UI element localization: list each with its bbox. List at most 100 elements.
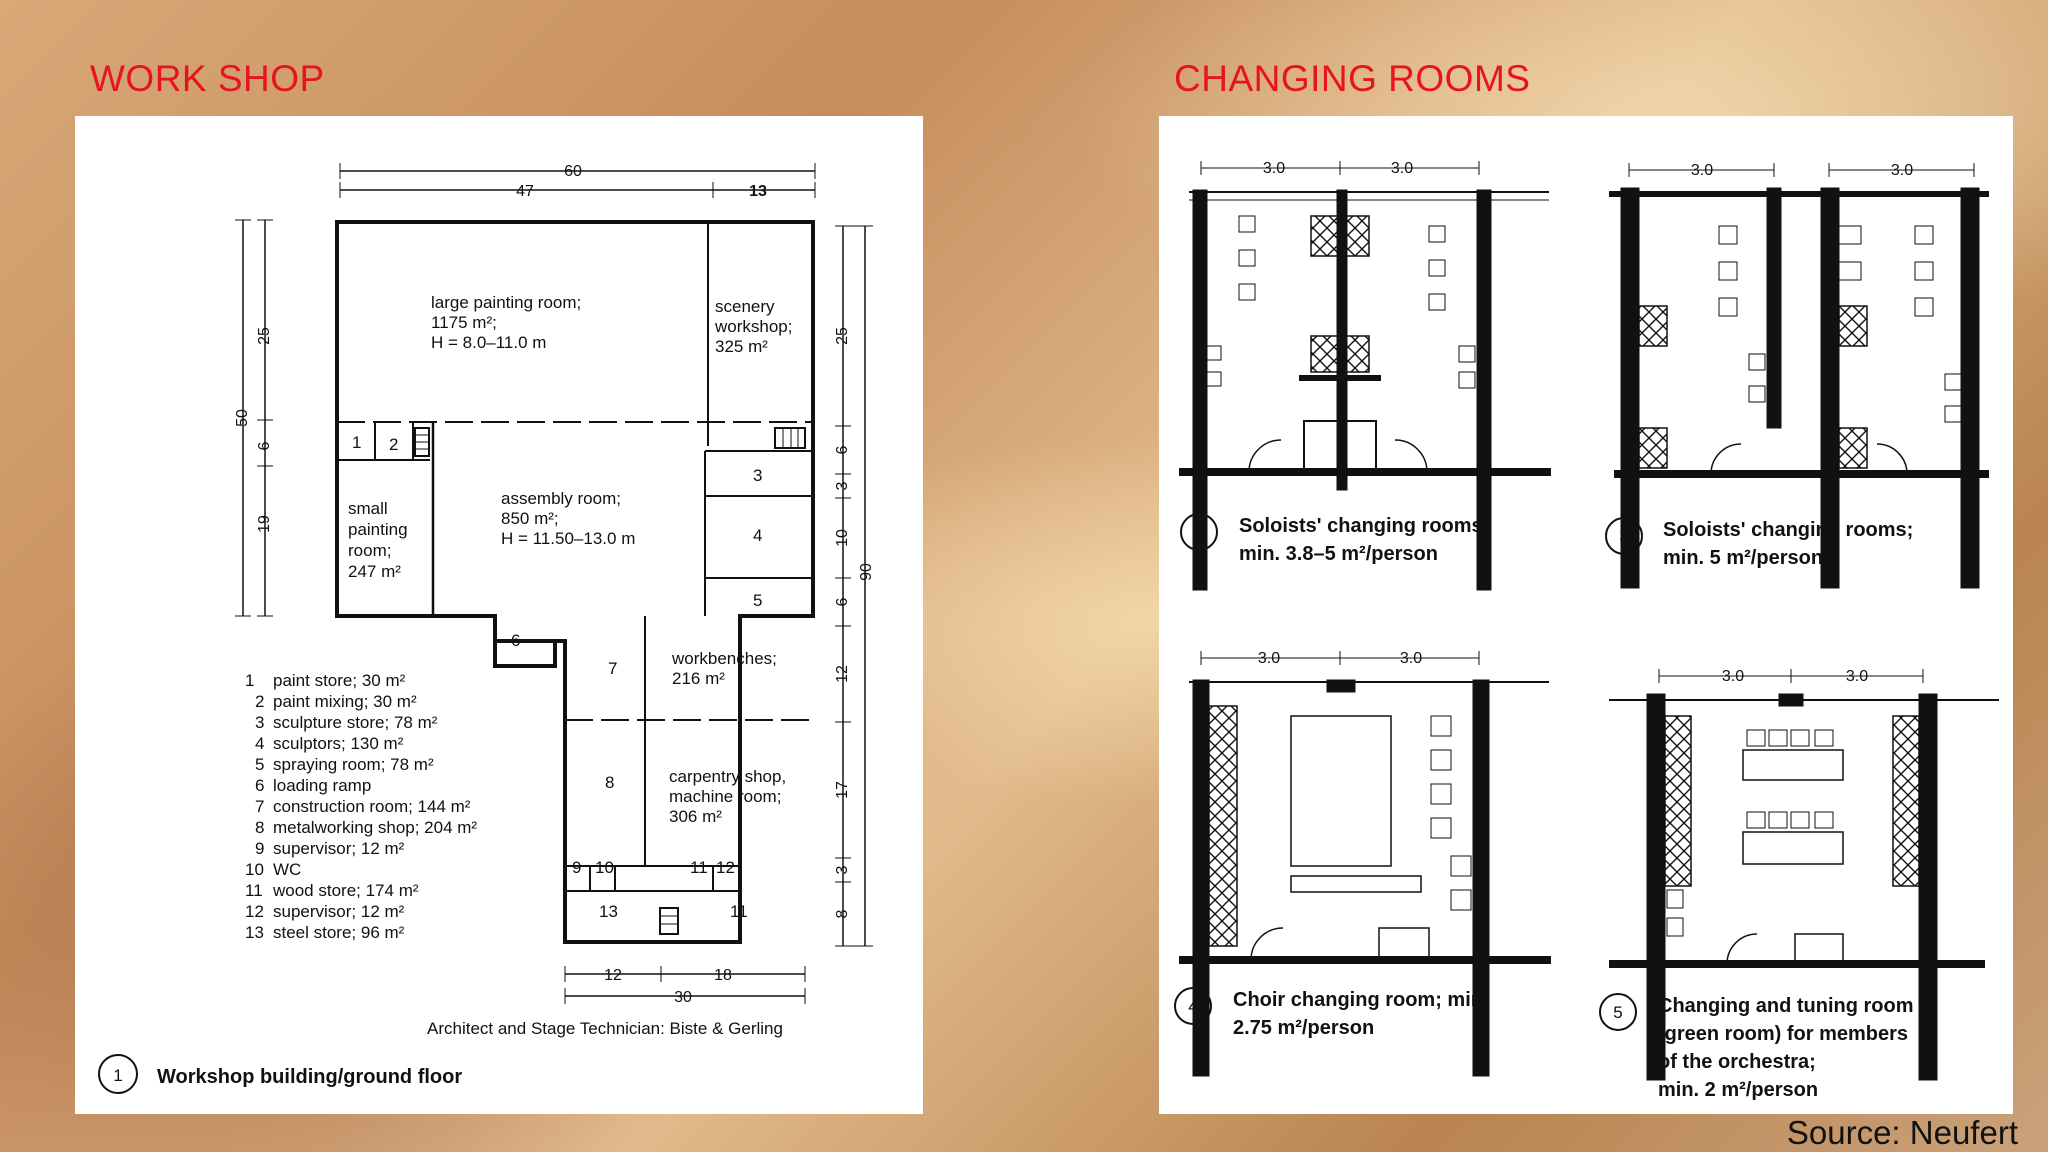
legend-label: construction room; 144 m² xyxy=(273,797,471,816)
dim-right-g: 17 xyxy=(834,781,851,799)
dim-bottom-right: 18 xyxy=(714,967,732,984)
room-large-painting-1: large painting room; xyxy=(431,293,581,312)
legend-label: WC xyxy=(273,860,301,879)
room-number-11a: 11 xyxy=(690,858,708,877)
dim-right-c: 3 xyxy=(834,481,851,490)
dim-top-right: 13 xyxy=(749,183,767,200)
legend-num: 2 xyxy=(255,692,264,711)
dim-left-total: 50 xyxy=(234,409,251,427)
legend-label: supervisor; 12 m² xyxy=(273,902,405,921)
room-scenery-3: 325 m² xyxy=(715,337,768,356)
figure-number-4: 4 xyxy=(1188,997,1197,1016)
changing-rooms-plans: 3.0 3.0 3.0 3.0 3.0 3.0 3.0 3.0 2 Solois… xyxy=(1174,160,1999,1101)
dim-fig4-left: 3.0 xyxy=(1258,650,1280,667)
workshop-panel: 60 47 13 50 25 6 19 90 25 6 3 10 6 12 17… xyxy=(75,116,923,1114)
room-carpentry-3: 306 m² xyxy=(669,807,722,826)
legend-label: spraying room; 78 m² xyxy=(273,755,434,774)
dim-top-left: 47 xyxy=(516,183,534,200)
legend-label: paint store; 30 m² xyxy=(273,671,406,690)
changing-rooms-panel: 3.0 3.0 3.0 3.0 3.0 3.0 3.0 3.0 2 Solois… xyxy=(1159,116,2013,1114)
room-assembly-3: H = 11.50–13.0 m xyxy=(501,529,635,548)
room-number-8: 8 xyxy=(605,773,614,792)
room-number-6: 6 xyxy=(511,631,520,650)
fig2-caption-2: min. 3.8–5 m²/person xyxy=(1239,543,1438,565)
figure-number-5: 5 xyxy=(1613,1003,1622,1022)
legend: 1 2 3 4 5 6 7 8 9 10 11 12 13 paint stor… xyxy=(245,671,477,942)
room-carpentry-2: machine room; xyxy=(669,787,781,806)
room-number-9: 9 xyxy=(572,858,581,877)
legend-num: 5 xyxy=(255,755,264,774)
room-large-painting-2: 1175 m²; xyxy=(431,313,497,332)
fig4-caption-2: 2.75 m²/person xyxy=(1233,1017,1374,1039)
fig3-caption-2: min. 5 m²/person xyxy=(1663,547,1823,569)
dim-right-e: 6 xyxy=(834,597,851,606)
room-number-10: 10 xyxy=(595,858,614,877)
legend-num: 13 xyxy=(245,923,264,942)
legend-num: 7 xyxy=(255,797,264,816)
dim-right-a: 25 xyxy=(834,327,851,345)
dim-top-total: 60 xyxy=(564,163,582,180)
dim-fig4-right: 3.0 xyxy=(1400,650,1422,667)
room-small-painting-3: room; xyxy=(348,541,391,560)
room-assembly-2: 850 m²; xyxy=(501,509,559,528)
dim-right-f: 12 xyxy=(834,665,851,683)
figure-number-2: 2 xyxy=(1194,523,1203,542)
credit-text: Architect and Stage Technician: Biste & … xyxy=(427,1019,783,1038)
legend-num: 12 xyxy=(245,902,264,921)
room-assembly-1: assembly room; xyxy=(501,489,621,508)
legend-num: 10 xyxy=(245,860,264,879)
dim-fig2-left: 3.0 xyxy=(1263,160,1285,177)
room-number-1: 1 xyxy=(352,433,361,452)
legend-label: sculptors; 130 m² xyxy=(273,734,404,753)
fig3-caption-1: Soloists' changing rooms; xyxy=(1663,519,1913,541)
dim-fig5-left: 3.0 xyxy=(1722,668,1744,685)
dim-bottom-left: 12 xyxy=(604,967,622,984)
fig2-caption-1: Soloists' changing rooms; xyxy=(1239,515,1489,537)
legend-label: paint mixing; 30 m² xyxy=(273,692,417,711)
legend-num: 3 xyxy=(255,713,264,732)
workshop-floor-plan: 60 47 13 50 25 6 19 90 25 6 3 10 6 12 17… xyxy=(98,163,875,1094)
dim-fig3-right: 3.0 xyxy=(1891,162,1913,179)
legend-num: 8 xyxy=(255,818,264,837)
dim-bottom-total: 30 xyxy=(674,989,692,1006)
legend-label: supervisor; 12 m² xyxy=(273,839,405,858)
dim-right-d: 10 xyxy=(834,529,851,547)
room-number-2: 2 xyxy=(389,435,398,454)
room-small-painting-1: small xyxy=(348,499,388,518)
changing-rooms-heading: CHANGING ROOMS xyxy=(1174,58,1531,99)
figure-number-1: 1 xyxy=(113,1066,122,1085)
dim-right-h: 3 xyxy=(834,865,851,874)
figure-number-3: 3 xyxy=(1619,527,1628,546)
fig5-caption-2: (green room) for members xyxy=(1658,1023,1908,1045)
room-scenery-1: scenery xyxy=(715,297,775,316)
legend-label: steel store; 96 m² xyxy=(273,923,405,942)
room-workbenches-2: 216 m² xyxy=(672,669,725,688)
dim-fig3-left: 3.0 xyxy=(1691,162,1713,179)
room-number-13: 13 xyxy=(599,902,618,921)
fig5-caption-3: of the orchestra; xyxy=(1658,1051,1816,1073)
room-number-7: 7 xyxy=(608,659,617,678)
legend-label: wood store; 174 m² xyxy=(272,881,419,900)
fig5-caption-4: min. 2 m²/person xyxy=(1658,1079,1818,1101)
legend-num: 1 xyxy=(245,671,254,690)
workshop-heading: WORK SHOP xyxy=(90,58,325,99)
room-number-3: 3 xyxy=(753,466,762,485)
dim-right-b: 6 xyxy=(834,445,851,454)
dim-right-total: 90 xyxy=(858,563,875,581)
room-small-painting-4: 247 m² xyxy=(348,562,401,581)
room-small-painting-2: painting xyxy=(348,520,408,539)
dim-right-i: 8 xyxy=(834,909,851,918)
room-workbenches-1: workbenches; xyxy=(671,649,777,668)
dim-fig5-right: 3.0 xyxy=(1846,668,1868,685)
legend-num: 6 xyxy=(255,776,264,795)
dim-left-a: 25 xyxy=(256,327,273,345)
legend-num: 11 xyxy=(245,881,263,900)
source-credit: Source: Neufert xyxy=(1786,1114,2018,1151)
room-large-painting-3: H = 8.0–11.0 m xyxy=(431,333,546,352)
dim-fig2-right: 3.0 xyxy=(1391,160,1413,177)
room-number-5: 5 xyxy=(753,591,762,610)
fig5-caption-1: Changing and tuning room xyxy=(1658,995,1914,1017)
legend-num: 4 xyxy=(255,734,264,753)
room-scenery-2: workshop; xyxy=(714,317,792,336)
dim-left-c: 19 xyxy=(256,515,273,533)
